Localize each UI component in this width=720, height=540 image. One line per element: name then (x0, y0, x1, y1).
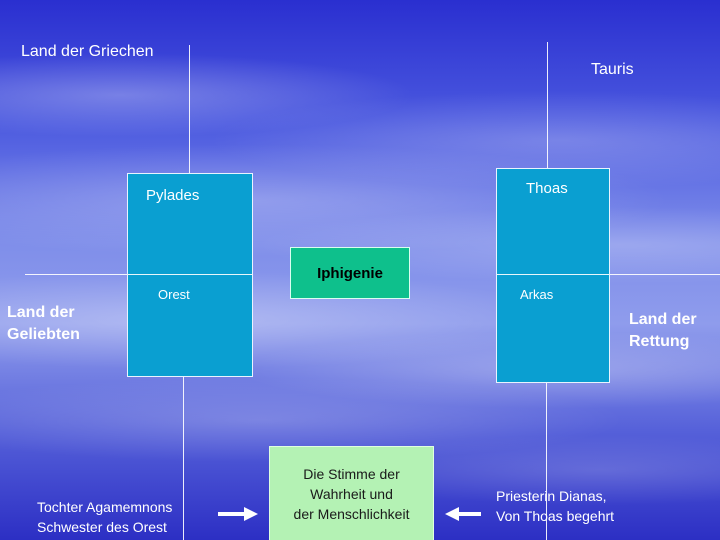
right-box-divider (497, 274, 609, 275)
left-box-divider (128, 274, 252, 275)
land-der-rettung-line2: Rettung (629, 333, 690, 350)
tochter-agamemnons-line1: Tochter Agamemnons (37, 499, 173, 515)
vertical-line-right-bottom (546, 383, 547, 540)
priesterin-dianas-line1: Priesterin Dianas, (496, 488, 607, 504)
vertical-line-right-top (547, 42, 548, 169)
arkas-label: Arkas (520, 287, 554, 302)
land-der-geliebten-line1: Land der (7, 304, 75, 321)
thoas-label: Thoas (526, 180, 568, 197)
land-der-griechen-label: Land der Griechen (21, 43, 154, 60)
tauris-label: Tauris (591, 61, 634, 78)
land-der-rettung-line1: Land der (629, 311, 697, 328)
stimme-line1: Die Stimme der (303, 466, 400, 482)
pylades-label: Pylades (146, 187, 200, 204)
stimme-box: Die Stimme der Wahrheit und der Menschli… (269, 446, 434, 540)
priesterin-dianas-line2: Von Thoas begehrt (496, 508, 615, 524)
tochter-agamemnons-line2: Schwester des Orest (37, 519, 167, 535)
orest-label: Orest (158, 287, 190, 302)
iphigenie-box: Iphigenie (290, 247, 410, 299)
land-der-geliebten-line2: Geliebten (7, 326, 80, 343)
vertical-line-left-bottom (183, 377, 184, 540)
iphigenie-label: Iphigenie (317, 264, 383, 282)
left-character-box: Pylades Orest (127, 173, 253, 377)
arrow-right-icon (218, 507, 258, 521)
horizontal-line-left (25, 274, 127, 275)
stimme-line2: Wahrheit und (310, 486, 393, 502)
arrow-left-icon (445, 507, 481, 521)
horizontal-line-right (609, 274, 720, 275)
vertical-line-left-top (189, 45, 190, 174)
right-character-box: Thoas Arkas (496, 168, 610, 383)
stimme-line3: der Menschlichkeit (293, 506, 410, 522)
